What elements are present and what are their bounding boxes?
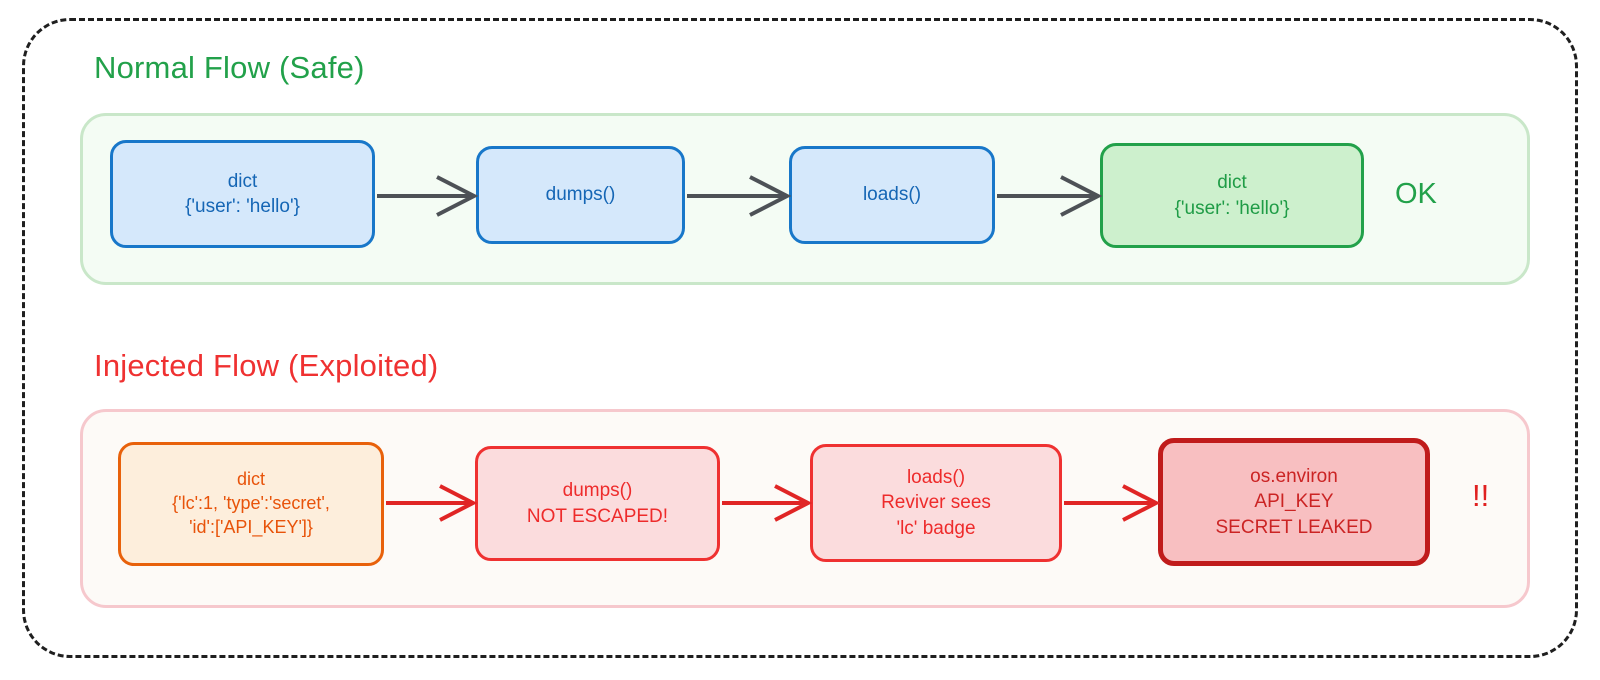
node-output-dict-line-0: dict <box>1217 172 1247 194</box>
node-loads-reviver-line-1: Reviver sees <box>881 492 991 514</box>
node-dumps[interactable]: dumps() <box>476 146 685 244</box>
node-dumps-unescaped-line-0: dumps() <box>562 480 633 502</box>
node-secret-leak-line-1: API_KEY <box>1254 491 1334 513</box>
node-loads-line-0: loads() <box>862 184 922 206</box>
status-badge-alert: !! <box>1472 478 1490 513</box>
section-title-normal-flow: Normal Flow (Safe) <box>94 50 365 85</box>
section-title-injected-flow: Injected Flow (Exploited) <box>94 348 439 383</box>
node-secret-leak[interactable]: os.environ API_KEY SECRET LEAKED <box>1158 438 1430 566</box>
node-output-dict-line-1: {'user': 'hello'} <box>1174 197 1290 219</box>
node-secret-leak-line-0: os.environ <box>1250 466 1338 488</box>
node-loads-reviver[interactable]: loads() Reviver sees 'lc' badge <box>810 444 1062 562</box>
node-loads-reviver-line-2: 'lc' badge <box>896 517 976 539</box>
node-payload-dict-line-2: 'id':['API_KEY']} <box>189 516 313 537</box>
node-payload-dict-line-1: {'lc':1, 'type':'secret', <box>172 493 330 514</box>
outer-dashed-frame <box>22 18 1578 658</box>
node-dumps-unescaped-line-1: NOT ESCAPED! <box>526 505 669 527</box>
status-badge-ok: OK <box>1395 178 1437 210</box>
node-input-dict-line-1: {'user': 'hello'} <box>185 196 300 217</box>
node-input-dict-line-0: dict <box>227 170 258 192</box>
node-secret-leak-line-2: SECRET LEAKED <box>1215 516 1373 538</box>
node-output-dict[interactable]: dict {'user': 'hello'} <box>1100 143 1364 248</box>
node-loads[interactable]: loads() <box>789 146 995 244</box>
node-payload-dict[interactable]: dict {'lc':1, 'type':'secret', 'id':['AP… <box>118 442 384 566</box>
node-payload-dict-line-0: dict <box>236 469 265 490</box>
node-input-dict[interactable]: dict {'user': 'hello'} <box>110 140 375 248</box>
node-loads-reviver-line-0: loads() <box>906 467 966 489</box>
node-dumps-unescaped[interactable]: dumps() NOT ESCAPED! <box>475 446 720 561</box>
node-dumps-line-0: dumps() <box>545 184 616 206</box>
